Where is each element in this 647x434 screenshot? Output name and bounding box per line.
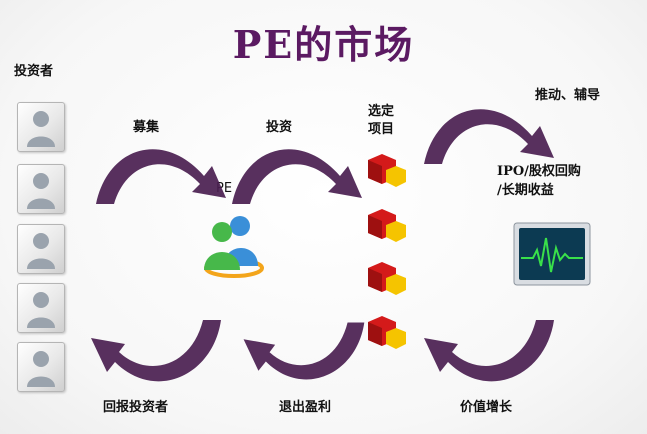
- curved-arrow-exit-profit-icon: [243, 322, 365, 380]
- return-investors-label: 回报投资者: [103, 400, 169, 415]
- curved-arrow-fundraise-icon: [96, 149, 226, 204]
- fundraise-label: 募集: [133, 120, 160, 135]
- curved-arrow-invest-icon: [232, 149, 362, 204]
- person-icon: [17, 342, 65, 392]
- monitor-chart-icon: [513, 222, 591, 286]
- exit-profit-label: 退出盈利: [279, 400, 332, 415]
- cube-icon: [368, 316, 406, 349]
- curved-arrow-return-icon: [91, 320, 221, 382]
- cube-icon: [368, 209, 406, 242]
- select-label-line2: 项目: [368, 122, 395, 137]
- cube-icon: [368, 262, 406, 295]
- investors-label: 投资者: [14, 64, 54, 79]
- curved-arrow-promote-icon: [424, 109, 554, 164]
- invest-label: 投资: [266, 120, 293, 135]
- value-growth-label: 价值增长: [460, 400, 513, 415]
- curved-arrow-value-growth-icon: [424, 320, 554, 382]
- select-label-line1: 选定: [368, 104, 395, 119]
- messenger-people-icon: [204, 216, 264, 278]
- promote-label: 推动、辅导: [535, 88, 601, 103]
- exit-label-line2: /长期收益: [497, 183, 554, 198]
- person-icon: [17, 164, 65, 214]
- person-icon: [17, 102, 65, 152]
- exit-label-line1: IPO/股权回购: [497, 164, 581, 179]
- person-icon: [17, 283, 65, 333]
- cube-icon: [368, 154, 406, 187]
- page-title: PE的市场: [232, 22, 415, 67]
- person-icon: [17, 224, 65, 274]
